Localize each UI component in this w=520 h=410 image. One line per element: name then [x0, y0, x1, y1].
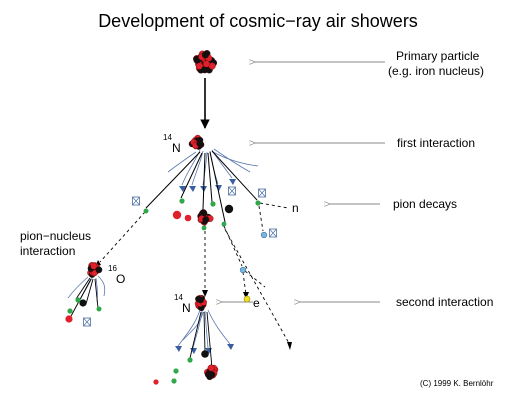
o16-mass: 16 — [108, 264, 117, 273]
o16-nucleon — [90, 262, 98, 270]
first-interaction-branches — [145, 150, 258, 223]
primary-nucleus — [193, 50, 218, 74]
oxygen-16-nucleus — [87, 262, 103, 278]
primary-nucleon — [201, 51, 209, 59]
neutrino-box-icon — [132, 196, 140, 206]
dashed-particle-paths — [99, 202, 291, 346]
neutrino-box-icon — [83, 317, 91, 327]
second-interaction-ray-fan — [177, 309, 231, 349]
n14-bottom-nucleon — [197, 296, 205, 304]
n14-bottom-mass: 14 — [174, 293, 183, 302]
primary-label-line1: Primary particle — [396, 49, 480, 63]
first-interaction-ray-fan — [167, 148, 259, 186]
primary-nucleon — [202, 60, 211, 68]
primary-nucleon — [195, 62, 204, 70]
neutron-label: n — [292, 201, 299, 215]
pion-decays-label: pion decays — [393, 197, 457, 211]
neutrino-box-icon — [258, 188, 266, 198]
n14-top-nucleon — [196, 140, 204, 147]
n14-bottom-symbol: N — [182, 301, 191, 315]
n14-top-mass: 14 — [163, 133, 172, 142]
bottom-fragment-nucleon — [208, 371, 216, 378]
first-interaction-fragments — [143, 198, 268, 303]
first-interaction-label: first interaction — [397, 136, 475, 150]
second-interaction-label: second interaction — [396, 295, 493, 309]
second-interaction-branches — [189, 311, 213, 369]
pion-nucleus-label-line1: pion−nucleus — [20, 229, 91, 243]
pion-nucleus-label-line2: interaction — [20, 244, 75, 258]
pion-nucleus-branches — [69, 277, 99, 319]
first-interaction-ray-arrowheads — [179, 179, 236, 192]
nitrogen-14-nucleus-second — [194, 294, 207, 312]
neutrino-box-icon — [269, 228, 277, 238]
diagram-title: Development of cosmic−ray air showers — [98, 11, 418, 31]
o16-nucleon — [95, 266, 103, 274]
n14-top-symbol: N — [172, 141, 181, 155]
pion-nucleus-ray-fan — [67, 275, 106, 303]
neutrino-box-icon — [228, 186, 236, 196]
o16-symbol: O — [116, 272, 125, 286]
neutrino-symbols — [83, 186, 277, 327]
nuclear-fragment-cluster — [197, 209, 214, 226]
bottom-fragment-nucleon — [207, 364, 215, 372]
electron-label: e — [253, 296, 260, 310]
copyright-text: (C) 1999 K. Bernlöhr — [420, 379, 494, 388]
mid-fragment-nucleon — [202, 216, 210, 224]
second-interaction-fragments — [153, 350, 209, 385]
primary-label-line2: (e.g. iron nucleus) — [388, 64, 484, 78]
nitrogen-14-nucleus-first — [188, 134, 205, 150]
bottom-nuclear-fragment — [204, 364, 219, 381]
pion-nucleus-fragments — [65, 297, 102, 323]
